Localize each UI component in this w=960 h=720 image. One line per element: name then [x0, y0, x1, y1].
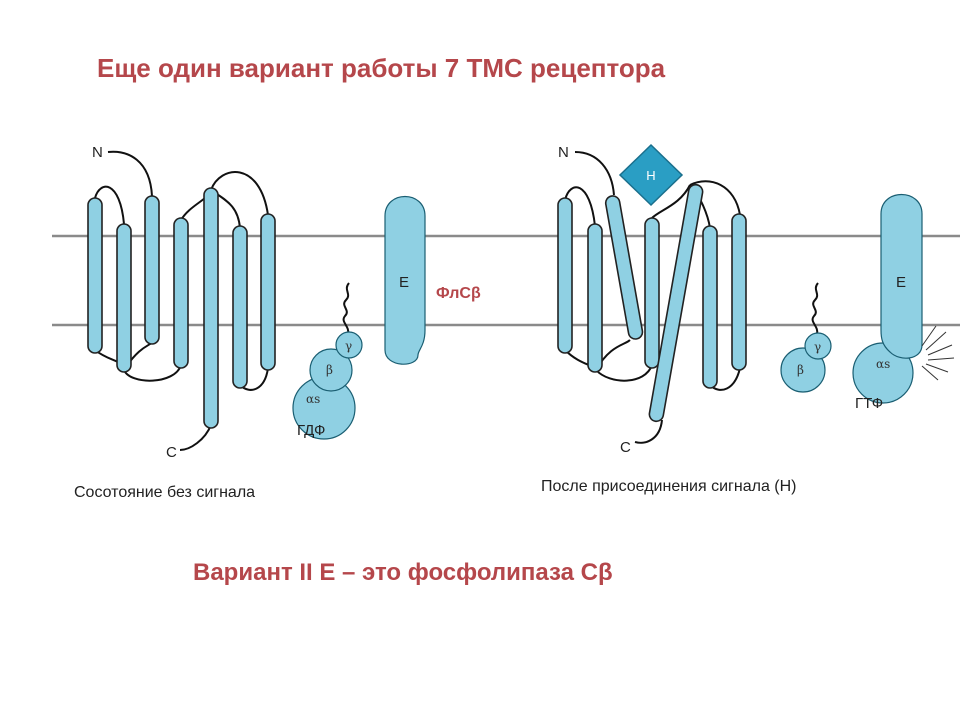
right-caption: После присоединения сигнала (Н): [541, 478, 797, 495]
tm-helix-7: [260, 213, 276, 371]
hormone-diamond: [618, 143, 684, 207]
slide-title: Еще один вариант работы 7 ТМС рецептора: [97, 53, 666, 83]
gamma-label: γ: [814, 340, 821, 354]
intracellular-loop-3: [595, 364, 653, 382]
n-terminus-tail: [574, 151, 615, 196]
tm-helix-5: [203, 187, 219, 429]
n-terminus-label: N: [558, 144, 569, 161]
right-g-protein: γ β αs ГТФ: [780, 282, 914, 412]
c-terminus-label: C: [620, 439, 631, 456]
extracellular-loop-2: [651, 184, 691, 219]
right-receptor: N C: [557, 144, 747, 456]
gamma-subunit: [335, 331, 363, 359]
lipid-anchor-tail: [811, 282, 819, 335]
footer-note: Вариант II Е – это фосфолипаза Сβ: [193, 559, 613, 586]
right-effector: E: [880, 193, 955, 381]
left-caption: Сосотояние без сигнала: [74, 484, 255, 501]
tm-helix-1: [557, 197, 573, 354]
n-terminus-label: N: [92, 144, 103, 161]
left-effector: E ФлСβ: [384, 195, 481, 365]
beta-label: β: [797, 363, 804, 377]
gamma-subunit: [804, 332, 832, 360]
beta-subunit: [780, 347, 826, 393]
alpha-s-label: αs: [876, 357, 890, 371]
hormone-ligand: H: [618, 143, 684, 207]
beta-subunit: [309, 348, 353, 392]
beta-label: β: [326, 363, 333, 377]
tm-helix-5: [648, 183, 704, 423]
hormone-label: H: [646, 168, 655, 183]
extracellular-loop-1: [564, 186, 596, 227]
tm-helix-3: [604, 195, 644, 340]
c-terminus-label: C: [166, 444, 177, 461]
tm-helix-4: [644, 217, 660, 369]
extracellular-loop-3: [210, 171, 269, 216]
left-receptor: N C: [87, 144, 276, 461]
gtp-label: ГТФ: [855, 395, 883, 412]
gamma-label: γ: [345, 339, 352, 353]
effector-e-label: E: [399, 274, 409, 291]
intracellular-loop-3: [123, 364, 182, 382]
tm-helix-6: [232, 225, 248, 389]
tm-helix-2: [116, 223, 132, 373]
effector-enzyme-shape: [880, 193, 923, 359]
tm-helix-4: [173, 217, 189, 369]
gdp-label: ГДФ: [297, 422, 325, 439]
tm-helix-7: [731, 213, 747, 371]
enzyme-name-label: ФлСβ: [436, 285, 481, 302]
n-terminus-tail: [107, 150, 153, 197]
extracellular-loop-3: [689, 180, 741, 216]
tm-helix-6: [702, 225, 718, 389]
effector-e-label: E: [896, 274, 906, 291]
lipid-anchor-tail: [342, 282, 350, 335]
tm-helix-3: [144, 195, 160, 345]
tm-helix-1: [87, 197, 103, 354]
extracellular-loop-1: [94, 185, 125, 225]
left-g-protein: γ β αs ГДФ: [292, 282, 363, 440]
effector-enzyme-shape: [384, 195, 426, 365]
c-terminus-tail: [634, 419, 663, 444]
tm-helix-2: [587, 223, 603, 373]
alpha-s-label: αs: [306, 392, 320, 406]
c-terminus-tail: [179, 424, 212, 451]
activation-burst: [921, 325, 955, 381]
